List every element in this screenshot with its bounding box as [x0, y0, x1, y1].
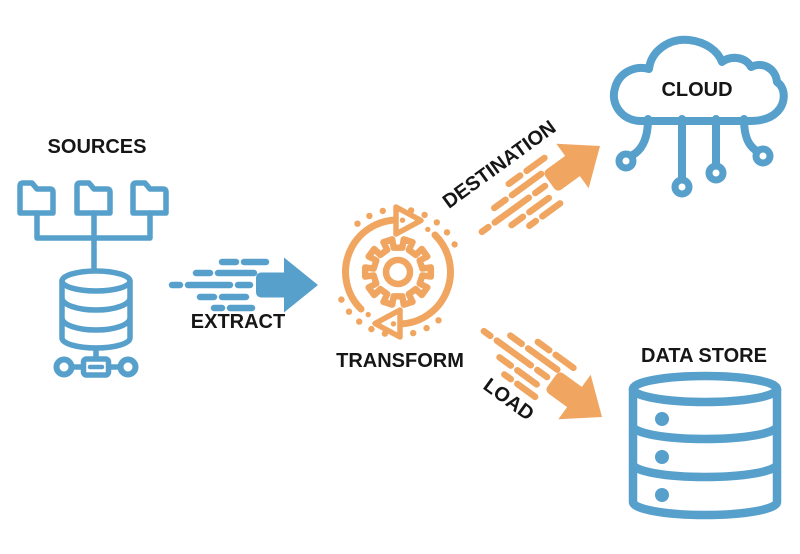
extract-flow: EXTRACT: [172, 258, 318, 333]
data-store-node: DATA STORE: [628, 345, 782, 520]
dotted-trail-bottom-left: [338, 296, 442, 339]
transform-node: TRANSFORM: [336, 204, 464, 372]
sources-node: SOURCES: [17, 136, 169, 378]
data-store-label: DATA STORE: [641, 345, 767, 367]
extract-label: EXTRACT: [191, 311, 285, 333]
folders-database-icon: [17, 180, 169, 378]
cloud-network-icon: [609, 35, 788, 198]
cloud-node: CLOUD: [609, 35, 788, 198]
destination-label: DESTINATION: [439, 117, 560, 214]
load-flow: LOAD: [468, 309, 618, 439]
cloud-label: CLOUD: [661, 79, 732, 101]
gear-sync-arrows-icon: [338, 204, 458, 340]
transform-label: TRANSFORM: [336, 350, 464, 372]
dotted-trail-top-right: [354, 205, 458, 248]
destination-flow: DESTINATION: [439, 117, 616, 255]
speed-arrow-icon: [172, 258, 318, 313]
database-stack-icon: [628, 371, 782, 520]
sources-label: SOURCES: [48, 136, 147, 158]
speed-arrow-icon: [468, 309, 618, 439]
